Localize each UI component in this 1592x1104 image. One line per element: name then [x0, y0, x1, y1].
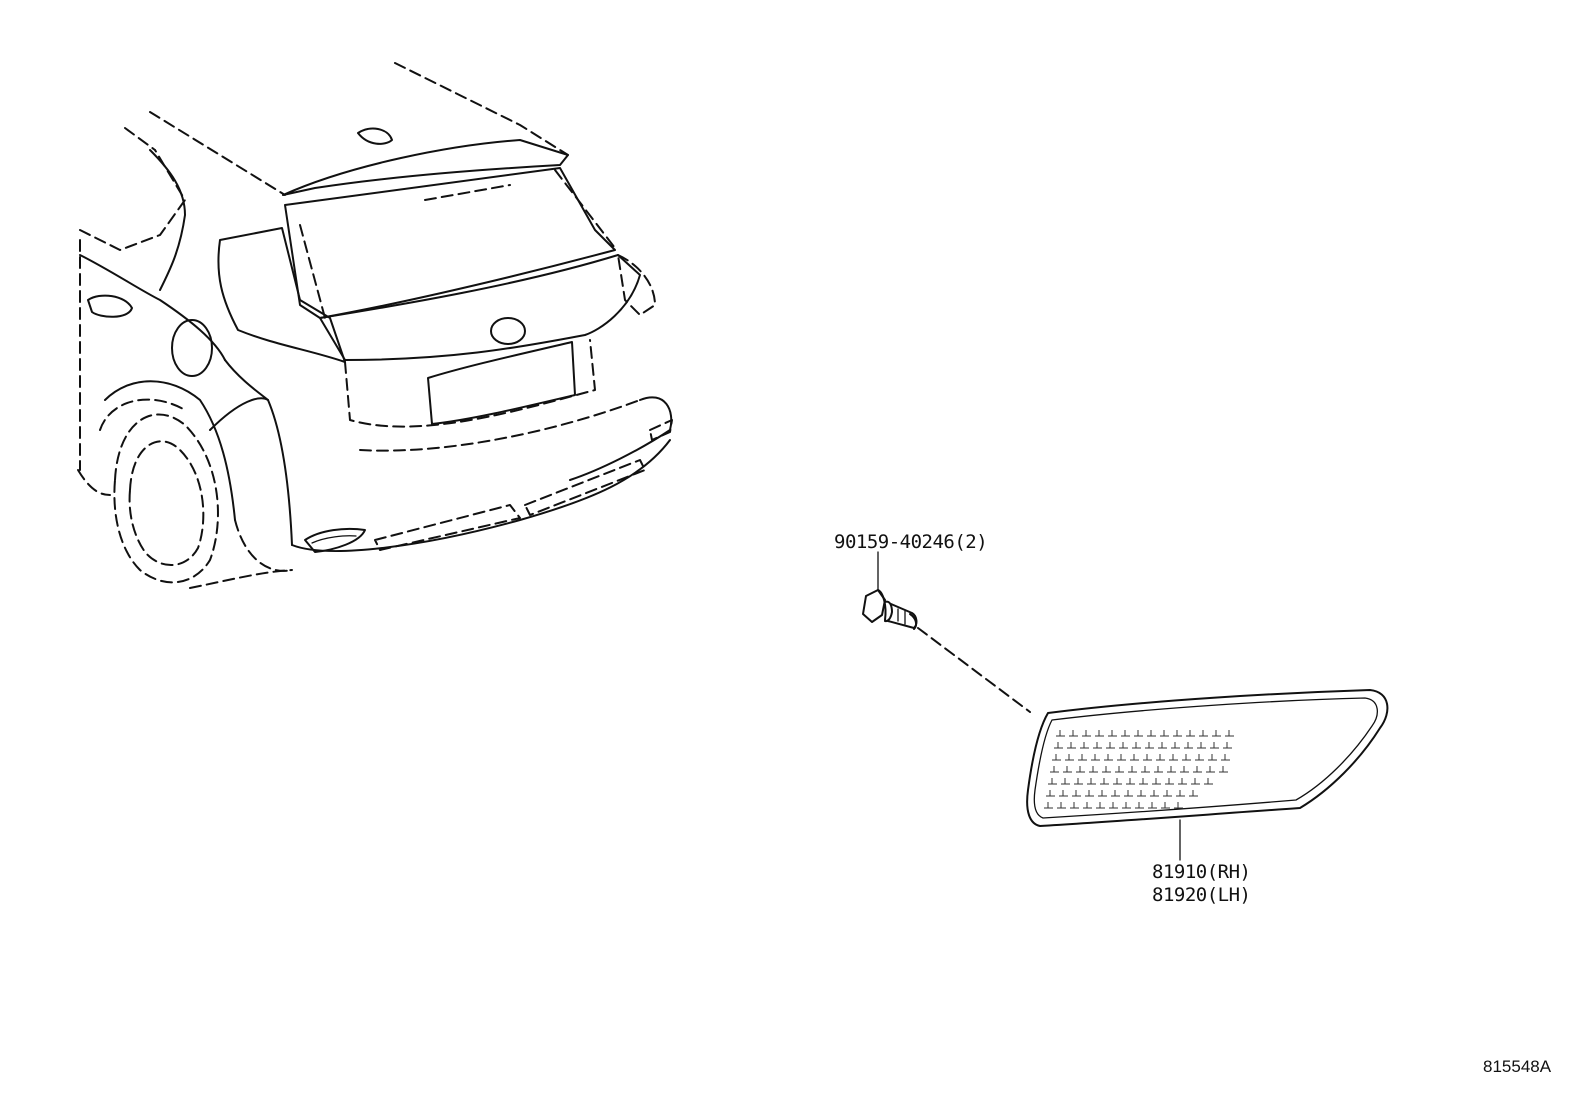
- screw-part-label: 90159-40246(2): [834, 531, 988, 553]
- side-marker-lamp-illustration: [1026, 689, 1389, 861]
- lamp-lens-pattern: [1044, 730, 1234, 809]
- lamp-part-label-lh: 81920(LH): [1152, 884, 1251, 906]
- screw-illustration: [862, 551, 1031, 713]
- vehicle-illustration: [77, 62, 673, 589]
- diagram-reference-number: 815548A: [1483, 1057, 1552, 1076]
- lamp-part-label-rh: 81910(RH): [1152, 861, 1251, 883]
